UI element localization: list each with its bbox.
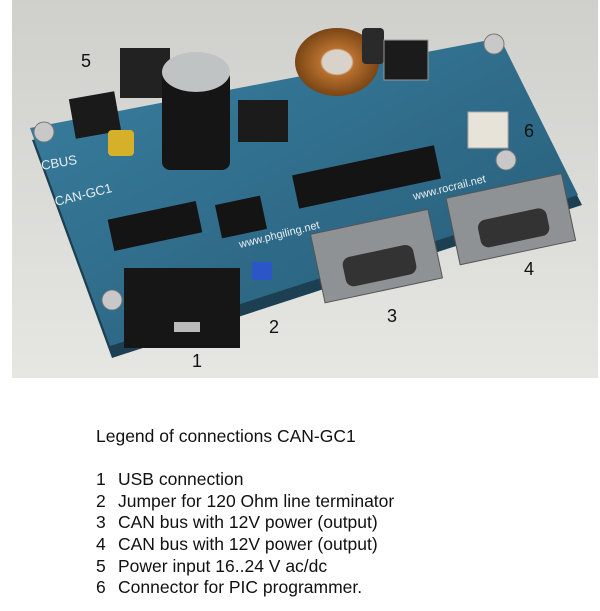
- legend-item-text: Connector for PIC programmer.: [118, 577, 363, 598]
- legend-item: 4 CAN bus with 12V power (output): [96, 534, 394, 556]
- jumper: [252, 262, 272, 280]
- microcontroller-ic: [292, 145, 441, 209]
- legend-item: 3 CAN bus with 12V power (output): [96, 512, 394, 534]
- screw: [101, 289, 123, 311]
- legend-item-text: USB connection: [118, 469, 244, 490]
- screw: [33, 121, 55, 143]
- legend-item-number: 1: [96, 469, 106, 490]
- small-capacitor: [362, 28, 384, 64]
- legend-item-number: 2: [96, 490, 106, 511]
- callout-1: 1: [192, 351, 203, 371]
- legend-item: 2 Jumper for 120 Ohm line terminator: [96, 491, 394, 513]
- power-terminal: [120, 48, 170, 98]
- callout-2: 2: [269, 317, 280, 337]
- screw: [495, 149, 517, 171]
- voltage-regulator: [383, 39, 429, 81]
- legend-item: 1 USB connection: [96, 469, 394, 491]
- yellow-capacitor: [108, 130, 134, 156]
- regulator-ic: [238, 100, 288, 142]
- electrolytic-capacitor: [162, 70, 230, 170]
- legend: Legend of connections CAN-GC1 1 USB conne…: [96, 426, 394, 599]
- toroid-inductor: [295, 28, 379, 96]
- callout-6: 6: [524, 121, 535, 141]
- callout-3: 3: [387, 306, 398, 326]
- legend-item-number: 4: [96, 533, 106, 554]
- db9-connector-3: [309, 208, 444, 304]
- dip-ic: [107, 200, 203, 252]
- capacitor-top: [162, 52, 230, 92]
- legend-item-number: 5: [96, 555, 106, 576]
- screw: [483, 33, 505, 55]
- legend-item-text: CAN bus with 12V power (output): [118, 533, 378, 554]
- programmer-header: [467, 111, 509, 149]
- db9-connector-4: [445, 173, 577, 266]
- usb-connector: [124, 268, 240, 348]
- legend-item-number: 3: [96, 512, 106, 533]
- dip-ic-small: [214, 195, 268, 239]
- legend-item: 6 Connector for PIC programmer.: [96, 577, 394, 599]
- legend-title: Legend of connections CAN-GC1: [96, 426, 356, 446]
- legend-item-text: CAN bus with 12V power (output): [118, 512, 378, 533]
- callout-4: 4: [524, 259, 535, 279]
- legend-item-text: Power input 16..24 V ac/dc: [118, 555, 328, 576]
- legend-item: 5 Power input 16..24 V ac/dc: [96, 556, 394, 578]
- power-connector: [68, 91, 122, 139]
- pcb-photo: CBUS CAN-GC1 www.phgiling.net www.rocrai…: [12, 0, 598, 378]
- legend-item-number: 6: [96, 577, 106, 598]
- legend-item-text: Jumper for 120 Ohm line terminator: [118, 490, 395, 511]
- silk-cbus: CBUS: [40, 152, 78, 173]
- callout-5: 5: [81, 51, 92, 71]
